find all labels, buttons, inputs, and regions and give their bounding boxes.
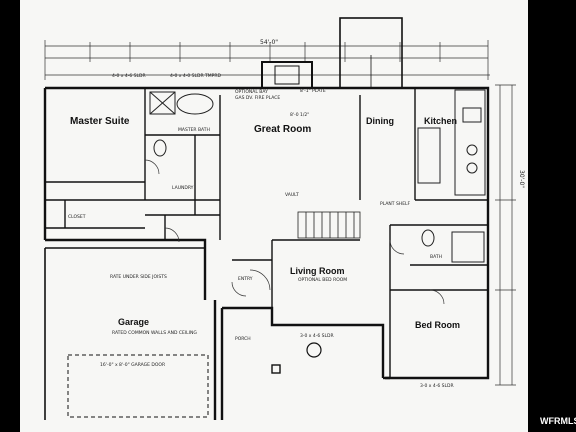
room-bed-room: Bed Room xyxy=(415,320,460,330)
porch-pillar xyxy=(271,364,281,374)
note-ceiling-dim: 8'-0 1/2" xyxy=(290,112,309,118)
room-great-room: Great Room xyxy=(254,124,311,135)
note-vault: VAULT xyxy=(285,192,299,198)
note-optional-bay: OPTIONAL BAY xyxy=(235,89,268,95)
top-dimension-lines xyxy=(44,40,490,80)
interior-walls xyxy=(45,88,488,378)
room-kitchen: Kitchen xyxy=(424,116,457,126)
fireplace-bump xyxy=(261,61,313,88)
note-window-top-1: 4-0 x 4-6 SLDR xyxy=(112,73,146,79)
room-living-room: Living Room xyxy=(290,266,345,276)
dimension-total: 54'-0" xyxy=(260,39,278,46)
stairs xyxy=(297,211,361,239)
note-closet: CLOSET xyxy=(68,214,86,220)
note-window-top-2: 4-0 x 4-0 SLDR TMPRD xyxy=(170,73,222,79)
note-window-bottom-2: 3-0 x 4-6 SLDR xyxy=(420,383,454,389)
note-gas-fireplace: GAS DV. FIRE PLACE xyxy=(235,95,280,101)
drawing-sheet xyxy=(20,0,528,432)
right-dimension-lines xyxy=(495,84,516,386)
kitchen-fixtures xyxy=(417,89,486,196)
note-rate-under-side: RATE UNDER SIDE JOISTS xyxy=(110,274,167,280)
door-swings xyxy=(144,159,445,305)
note-master-bath: MASTER BATH xyxy=(178,127,210,133)
note-rated-common-walls: RATED COMMON WALLS AND CEILING xyxy=(112,330,197,336)
note-optional-bed-room: OPTIONAL BED ROOM xyxy=(298,277,347,283)
bath-fixtures xyxy=(149,91,485,263)
note-entry: ENTRY xyxy=(238,276,253,282)
note-bath: BATH xyxy=(430,254,442,260)
exterior-walls xyxy=(43,86,490,420)
dimension-right: 30'-0" xyxy=(518,170,525,188)
note-porch: PORCH xyxy=(235,336,251,342)
room-garage: Garage xyxy=(118,317,149,327)
note-plate: 8'-1" PLATE xyxy=(300,88,326,94)
watermark: WFRMLS xyxy=(540,416,576,426)
note-window-bottom-1: 3-0 x 4-6 SLDR xyxy=(300,333,334,339)
room-dining: Dining xyxy=(366,116,394,126)
note-plant-shelf: PLANT SHELF xyxy=(380,201,411,207)
section-marker xyxy=(306,342,322,358)
note-garage-door: 16'-0" x 8'-0" GARAGE DOOR xyxy=(100,362,165,368)
garage-walls xyxy=(44,247,209,420)
room-master-suite: Master Suite xyxy=(70,116,130,127)
note-laundry: LAUNDRY xyxy=(172,185,194,191)
